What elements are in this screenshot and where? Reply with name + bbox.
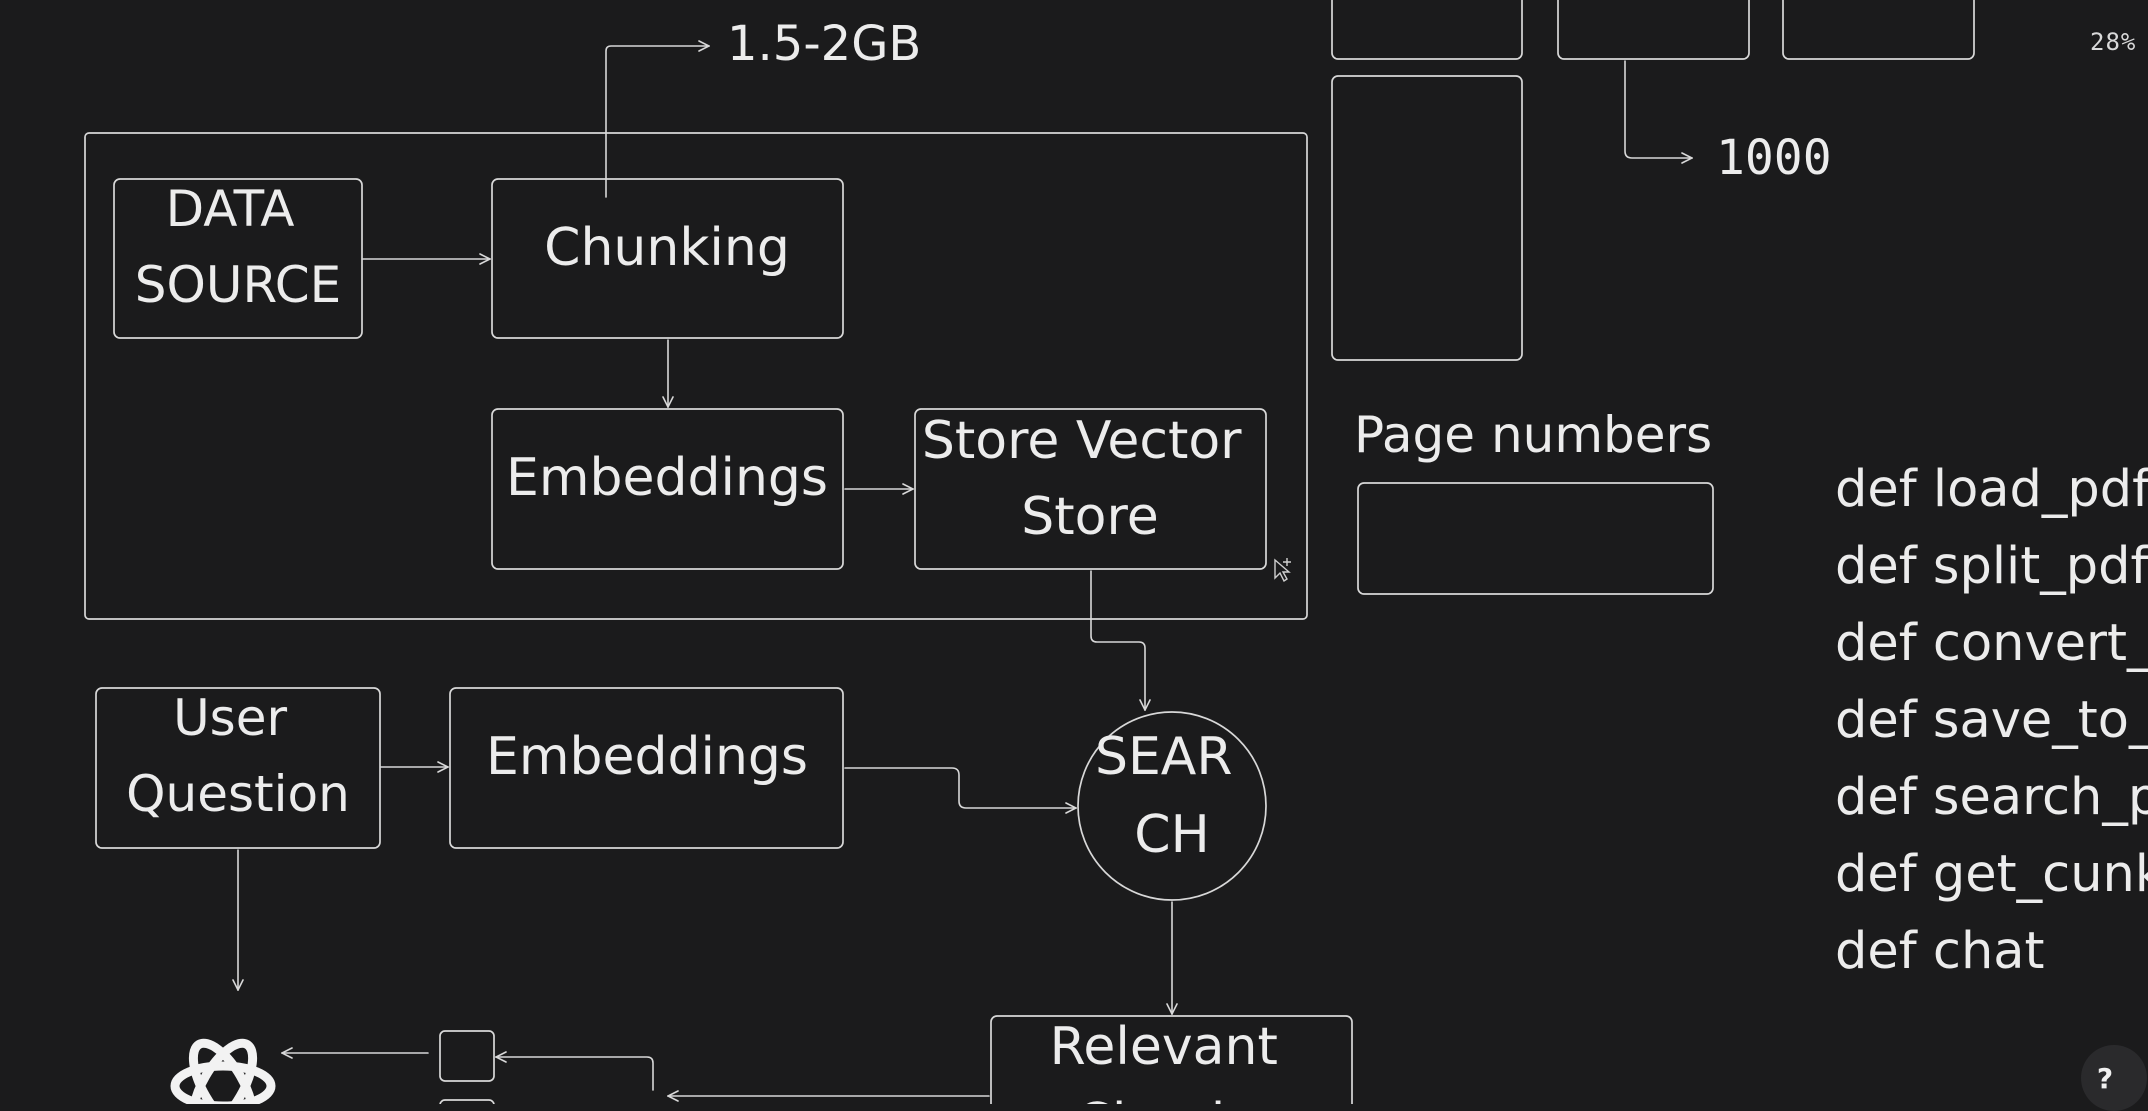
search-node[interactable] (1077, 711, 1267, 901)
chunking-label: Chunking (544, 218, 790, 278)
count-note-label: 1000 (1716, 130, 1832, 186)
embeddings-index-label: Embeddings (506, 448, 828, 508)
arrow-icon[interactable] (1624, 60, 1692, 158)
function-item[interactable]: def save_to_ (1835, 691, 2148, 750)
arrow-icon[interactable] (844, 767, 1076, 808)
pointer-cursor-icon (1274, 558, 1291, 583)
chunking-node[interactable] (491, 178, 844, 339)
embeddings-query-label: Embeddings (486, 727, 808, 787)
tall-box[interactable] (1331, 75, 1523, 361)
embeddings-index-node[interactable] (491, 408, 844, 570)
store-vector-node[interactable] (914, 408, 1267, 570)
user-question-node[interactable] (95, 687, 381, 849)
function-item[interactable]: def search_p (1835, 768, 2148, 827)
arrow-icon[interactable] (605, 46, 709, 198)
store-vector-label: Store Vector Store (922, 411, 1258, 547)
arrow-icon[interactable] (1090, 570, 1145, 710)
help-button[interactable]: ? (2081, 1045, 2147, 1111)
arrow-icon[interactable] (496, 1057, 654, 1091)
page-numbers-label: Page numbers (1354, 406, 1712, 464)
small-box-2[interactable] (439, 1099, 495, 1104)
zoom-level-indicator[interactable]: 28% (2090, 28, 2137, 56)
function-item[interactable]: def chat (1835, 922, 2045, 981)
top-box-3[interactable] (1782, 0, 1975, 60)
data-source-node[interactable] (113, 178, 363, 339)
data-source-label: DATA SOURCE (135, 180, 341, 314)
search-label: SEAR CH (1095, 727, 1249, 865)
function-list: def load_pdf def split_pdf def convert_ … (1835, 460, 2148, 981)
relevant-chunks-node[interactable] (990, 1015, 1353, 1104)
function-item[interactable]: def convert_ (1835, 614, 2148, 673)
small-box-1[interactable] (439, 1030, 495, 1082)
user-question-label: User Question (126, 689, 350, 823)
function-item[interactable]: def load_pdf (1835, 460, 2148, 519)
page-numbers-box[interactable] (1357, 482, 1714, 595)
size-note-label: 1.5-2GB (727, 16, 921, 72)
embeddings-query-node[interactable] (449, 687, 844, 849)
indexing-pipeline-frame[interactable] (84, 132, 1308, 620)
function-item[interactable]: def split_pdf (1835, 537, 2148, 596)
top-box-1[interactable] (1331, 0, 1523, 60)
top-box-2[interactable] (1557, 0, 1750, 60)
relevant-chunks-label: Relevant Chunks (1050, 1017, 1295, 1104)
openai-logo-icon (170, 1038, 276, 1104)
function-item[interactable]: def get_cunk (1835, 845, 2148, 904)
